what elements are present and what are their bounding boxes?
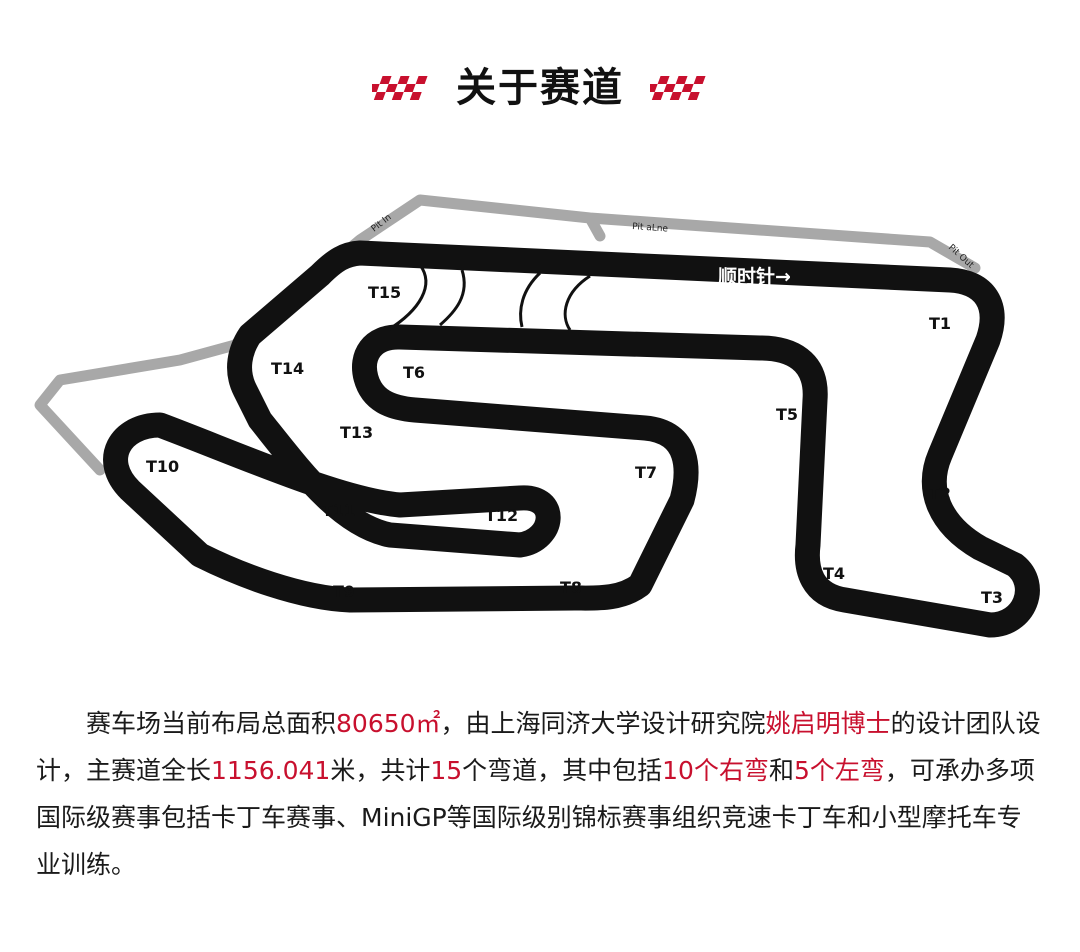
- turn-label-t7: T7: [635, 463, 657, 482]
- turn-label-t13: T13: [340, 423, 373, 442]
- turn-label-t11: T11: [322, 501, 355, 520]
- turn-label-t15: T15: [368, 283, 401, 302]
- description-paragraph: 赛车场当前布局总面积80650㎡，由上海同济大学设计研究院姚启明博士的设计团队设…: [36, 709, 1041, 879]
- turn-label-t3: T3: [981, 588, 1003, 607]
- area-value: 80650㎡: [336, 709, 441, 738]
- turn-count-value: 15: [430, 756, 463, 785]
- turn-label-t1: T1: [929, 314, 951, 333]
- turn-label-t8: T8: [560, 578, 582, 597]
- right-turns-value: 10个右弯: [662, 756, 769, 785]
- direction-label: 顺时针→: [718, 265, 791, 288]
- checkered-flag-icon: [650, 76, 706, 100]
- track-connectors: [387, 264, 591, 332]
- turn-label-t5: T5: [776, 405, 798, 424]
- track-map: Pit In Pit aLne Pit Out 顺时针→ T1 T2 T3 T4…: [34, 194, 1040, 638]
- track-description: 赛车场当前布局总面积80650㎡，由上海同济大学设计研究院姚启明博士的设计团队设…: [36, 700, 1046, 888]
- turn-label-t2: T2: [929, 484, 951, 503]
- turn-label-t9: T9: [333, 582, 355, 601]
- track-length-value: 1156.041: [211, 756, 331, 785]
- pit-lane-label: Pit aLne: [632, 222, 669, 235]
- turn-label-t10: T10: [146, 457, 179, 476]
- section-header: 关于赛道: [0, 58, 1080, 118]
- left-turns-value: 5个左弯: [793, 756, 885, 785]
- turn-label-t4: T4: [823, 564, 845, 583]
- page-title: 关于赛道: [456, 65, 624, 111]
- checkered-flag-icon: [372, 76, 428, 100]
- turn-label-t14: T14: [271, 359, 304, 378]
- main-track: [103, 240, 1040, 638]
- designer-name: 姚启明博士: [765, 709, 891, 738]
- turn-label-t6: T6: [403, 363, 425, 382]
- turn-label-t12: T12: [485, 506, 518, 525]
